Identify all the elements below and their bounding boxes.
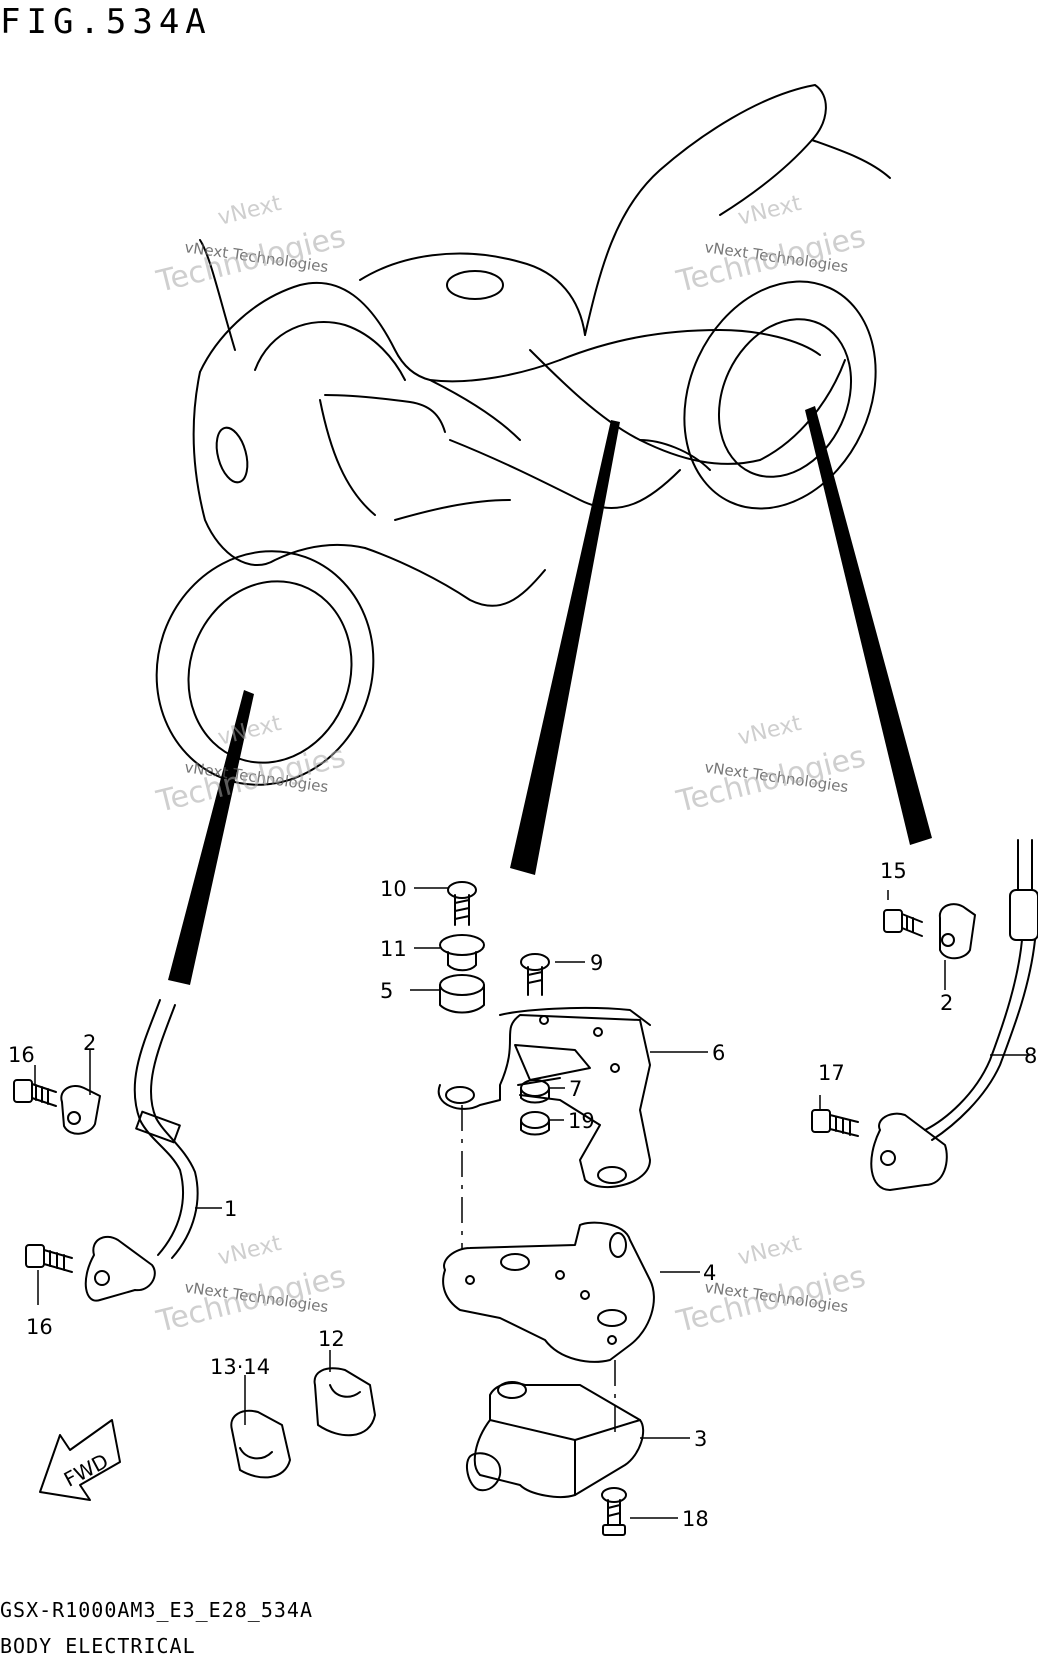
callout-3: 3 (694, 1427, 707, 1451)
svg-text:FWD: FWD (60, 1449, 112, 1492)
callout-7: 7 (569, 1077, 582, 1101)
callout-19: 19 (568, 1109, 595, 1133)
center-bracket-assembly (437, 881, 655, 1536)
watermark-line3: Technologies (672, 1259, 868, 1340)
watermark-line3: Technologies (152, 219, 348, 300)
fwd-direction-badge: FWD (39, 1419, 121, 1501)
leader-lines (34, 887, 1030, 1519)
callout-9: 9 (590, 951, 603, 975)
watermark-line3: Technologies (672, 739, 868, 820)
callout-numbers: 1 2 2 3 4 5 6 7 8 9 10 11 12 13·14 15 16… (8, 859, 1037, 1531)
callout-12: 12 (318, 1327, 345, 1351)
clamps (230, 1367, 376, 1479)
watermark-line1: vNext (735, 711, 804, 751)
callout-18: 18 (682, 1507, 709, 1531)
callout-5: 5 (380, 979, 393, 1003)
callout-6: 6 (712, 1041, 725, 1065)
bolt-16-lower (25, 1244, 73, 1273)
callout-4: 4 (703, 1261, 716, 1285)
callout-13-14: 13·14 (210, 1355, 270, 1379)
watermark-line3: Technologies (672, 219, 868, 300)
callout-10: 10 (380, 877, 407, 901)
bolt-16-upper (13, 1079, 57, 1107)
watermarks: vNext vNext Technologies Technologies vN… (152, 191, 868, 1340)
callout-16-lower: 16 (26, 1315, 53, 1339)
callout-16-upper: 16 (8, 1043, 35, 1067)
model-code: GSX-R1000AM3_E3_E28_534A (0, 1598, 313, 1622)
watermark-line1: vNext (215, 191, 284, 231)
callout-17: 17 (818, 1061, 845, 1085)
watermark-line3: Technologies (152, 739, 348, 820)
watermark-line1: vNext (215, 711, 284, 751)
callout-2-left: 2 (83, 1031, 96, 1055)
callout-8: 8 (1024, 1044, 1037, 1068)
pointer-wedges (168, 406, 932, 985)
callout-11: 11 (380, 937, 407, 961)
category-label: BODY ELECTRICAL (0, 1634, 196, 1658)
callout-2-right: 2 (940, 991, 953, 1015)
watermark-line1: vNext (735, 1231, 804, 1271)
watermark-line1: vNext (215, 1231, 284, 1271)
front-wheel-sensor-assembly (13, 999, 199, 1302)
rear-wheel-sensor-assembly (811, 839, 1038, 1191)
motorcycle-outline (155, 84, 891, 786)
callout-15: 15 (880, 859, 907, 883)
callout-1: 1 (224, 1197, 237, 1221)
figure-title: FIG.534A (0, 2, 212, 42)
